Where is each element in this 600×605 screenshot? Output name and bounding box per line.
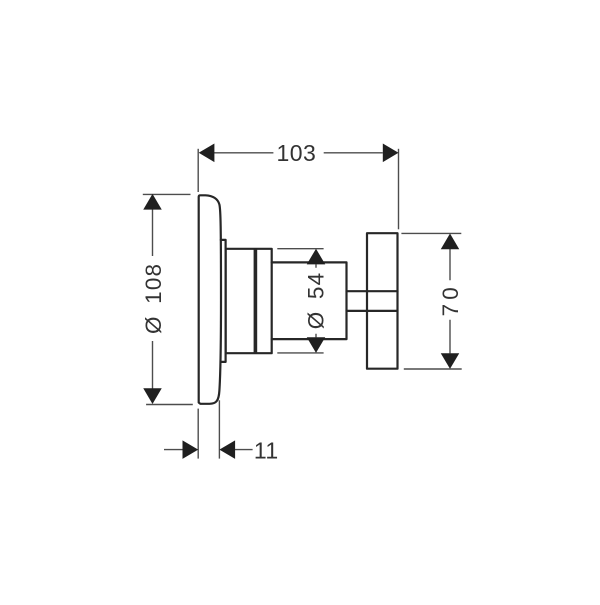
svg-text:11: 11 bbox=[254, 437, 279, 463]
svg-text:70: 70 bbox=[438, 283, 463, 316]
svg-text:Ø 54: Ø 54 bbox=[303, 272, 328, 330]
svg-text:Ø 108: Ø 108 bbox=[141, 263, 166, 334]
svg-text:103: 103 bbox=[276, 140, 316, 166]
